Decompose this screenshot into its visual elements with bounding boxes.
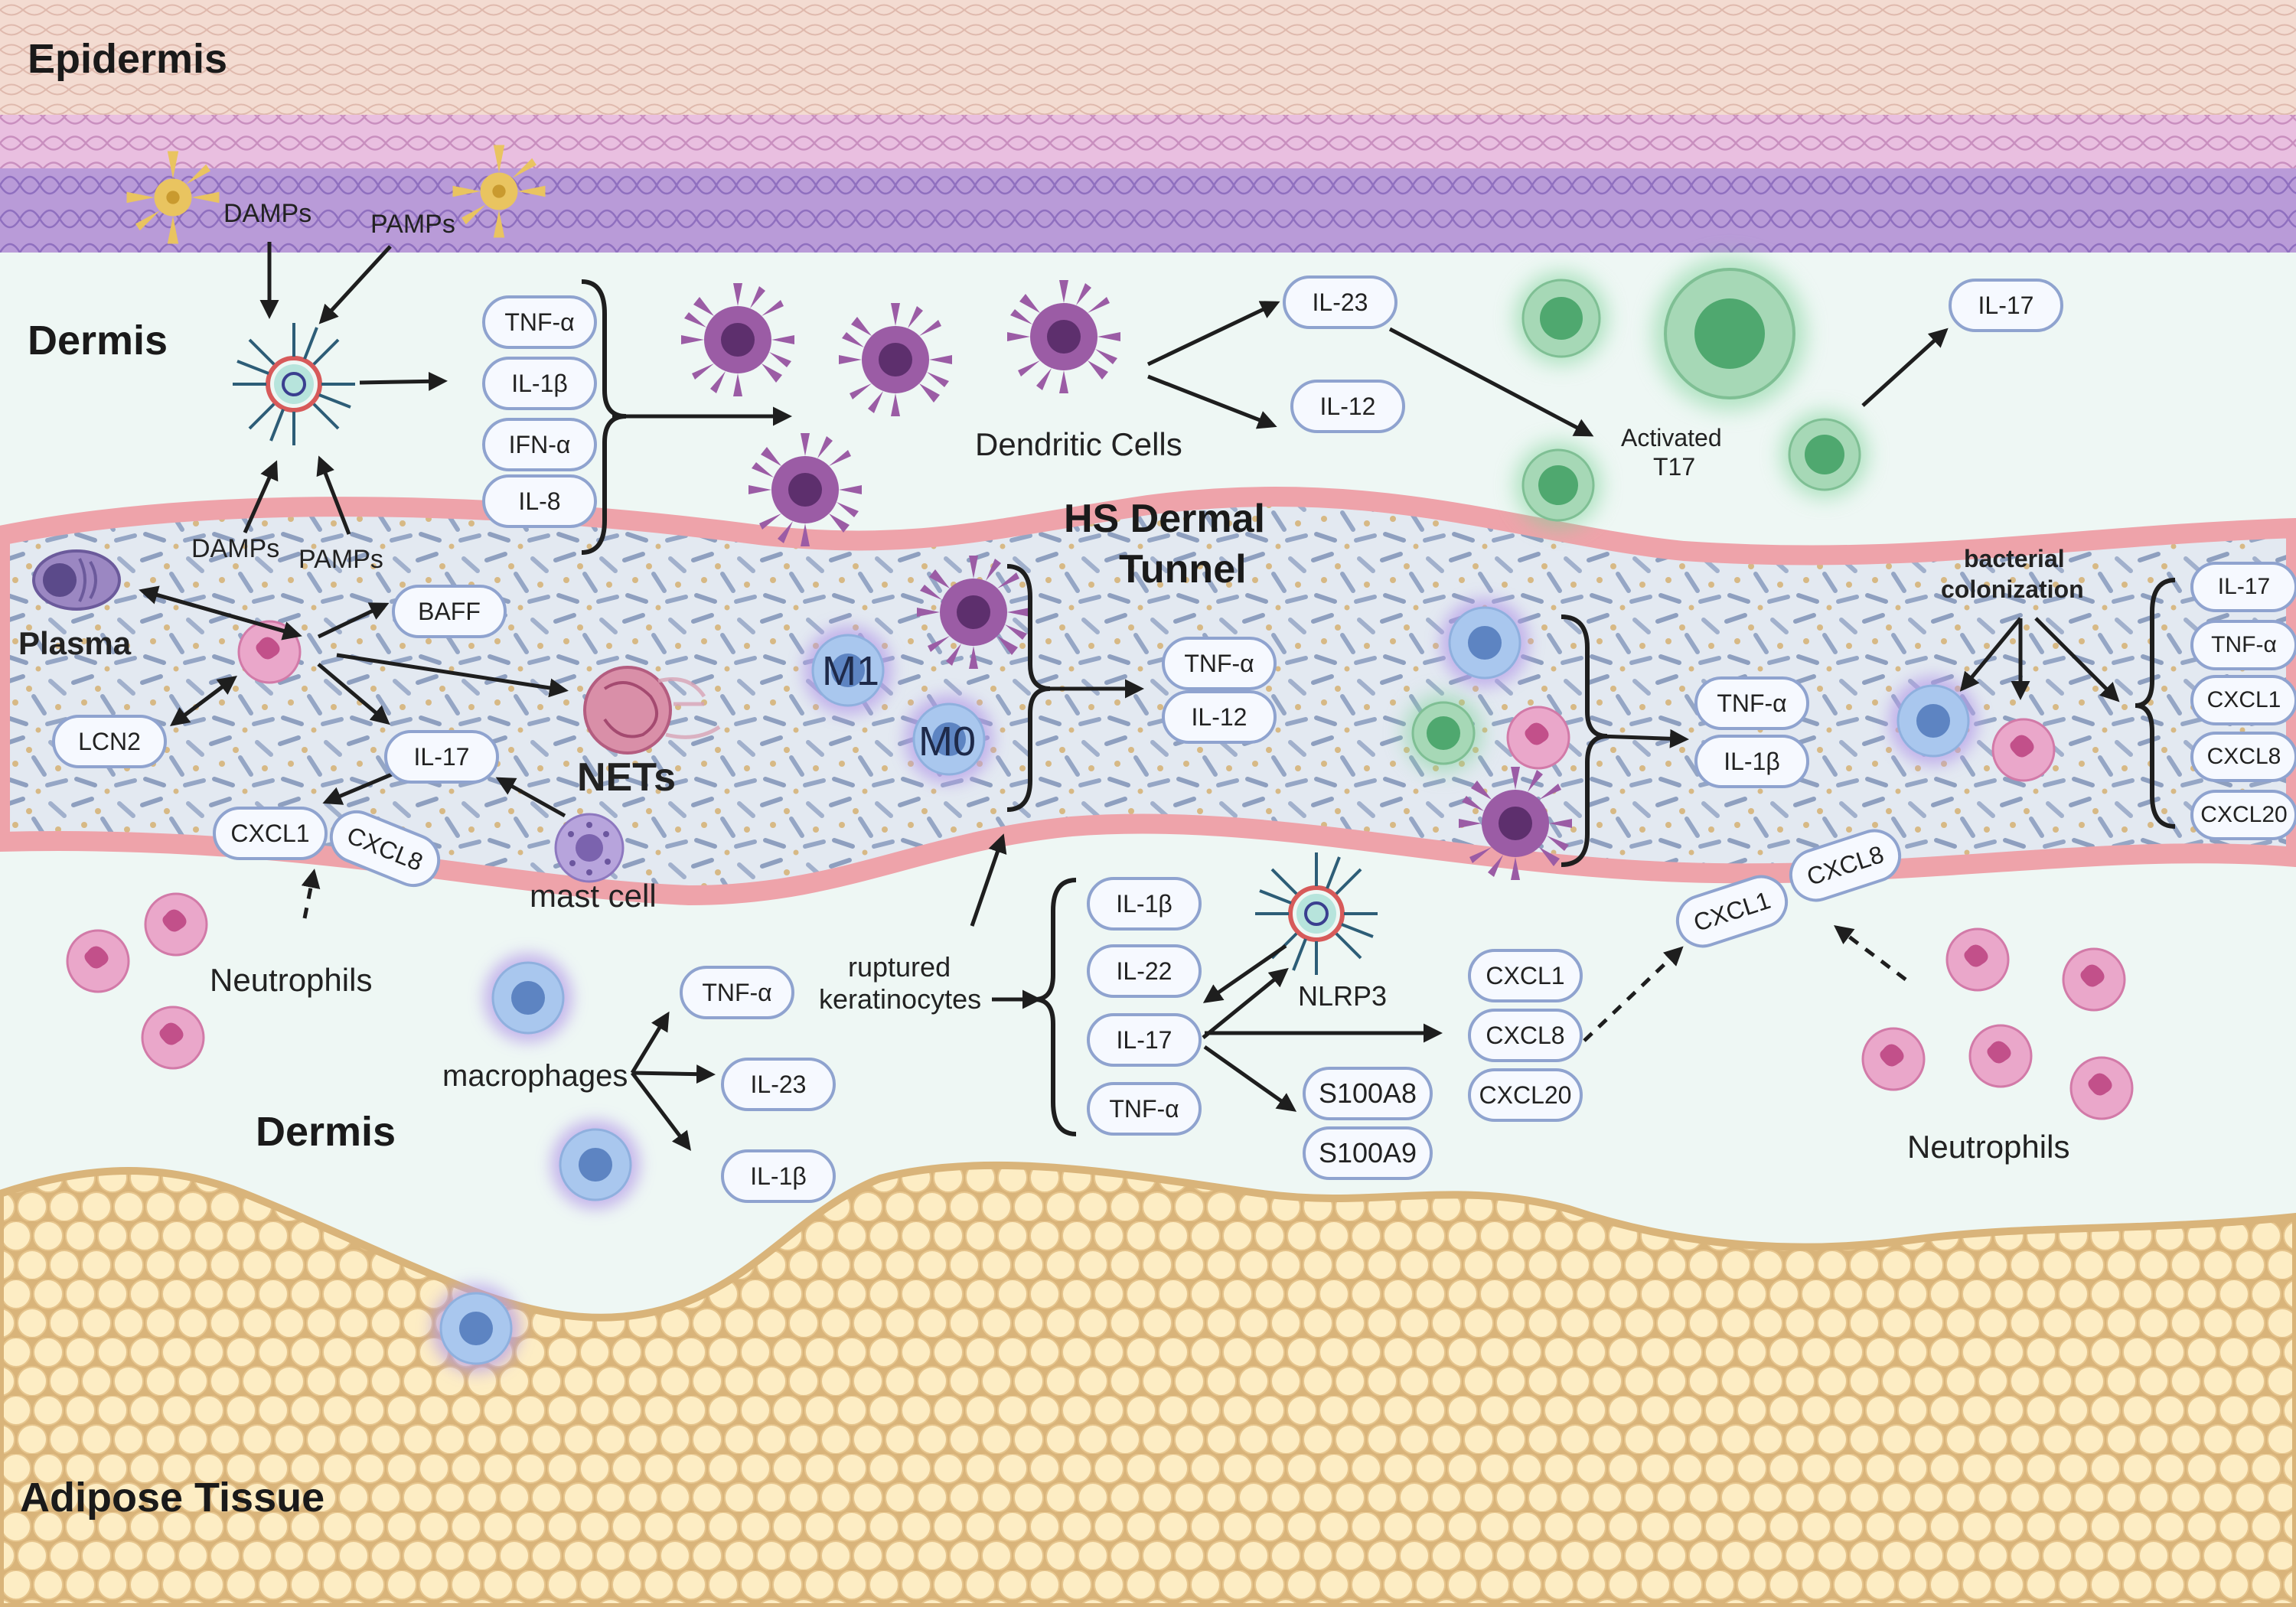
cytokine-cxcl8-group: CXCL8 — [1468, 1009, 1583, 1062]
neutrophil-right-2 — [2062, 947, 2126, 1012]
epidermis-label: Epidermis — [28, 36, 228, 82]
cytokine-cxcl1-left: CXCL1 — [213, 807, 328, 860]
protein-s100a8: S100A8 — [1303, 1067, 1433, 1120]
plasma-cell — [32, 549, 121, 611]
neutrophils-right-label: Neutrophils — [1907, 1129, 2070, 1165]
cytokine-cxcl1-group: CXCL1 — [1468, 949, 1583, 1002]
neutrophil-right-4 — [1968, 1024, 2033, 1088]
braces — [581, 279, 2176, 1136]
bacterial-label-line1: bacterial — [1964, 545, 2065, 572]
ruptured-label-line1: ruptured — [848, 951, 951, 983]
cytokine-tnf-alpha-tunnel-right: TNF-α — [1694, 676, 1809, 730]
cytokine-baff: BAFF — [392, 585, 507, 638]
hs-tunnel-title-line1: HS Dermal — [1064, 497, 1265, 541]
neutrophils-left-label: Neutrophils — [210, 962, 373, 998]
neutrophil-right-5 — [2069, 1056, 2134, 1120]
cytokine-il12-tunnel: IL-12 — [1162, 690, 1277, 744]
langerhans-cell-left — [126, 151, 220, 244]
cytokine-tnf-alpha-bacterial: TNF-α — [2190, 620, 2296, 670]
cytokine-lcn2: LCN2 — [52, 715, 167, 768]
adipose-tissue — [0, 1161, 2296, 1607]
damps-label-top: DAMPs — [223, 199, 312, 228]
cytokine-cxcl1-bacterial: CXCL1 — [2190, 675, 2296, 725]
cytokine-il1b-top: IL-1β — [482, 357, 597, 410]
neutrophil-left-2 — [144, 892, 208, 957]
activated-t17-line1: Activated — [1621, 424, 1722, 451]
cytokine-cxcl8-bacterial: CXCL8 — [2190, 732, 2296, 782]
neutrophil-right-1 — [1945, 927, 2010, 992]
protein-s100a9: S100A9 — [1303, 1126, 1433, 1180]
cytokine-il17-keratinocyte: IL-17 — [1087, 1013, 1202, 1067]
cytokine-tnf-alpha-tunnel: TNF-α — [1162, 637, 1277, 690]
dermis-bottom-label: Dermis — [256, 1109, 396, 1155]
nlrp3-label: NLRP3 — [1298, 980, 1388, 1012]
cytokine-cxcl20-bacterial: CXCL20 — [2190, 790, 2296, 840]
pamps-label-mid: PAMPs — [298, 545, 383, 574]
mast-cell-label: mast cell — [530, 878, 657, 914]
dermis-top-label: Dermis — [28, 318, 168, 363]
macrophages-label: macrophages — [442, 1059, 628, 1093]
epidermis-pink-layer — [0, 115, 2296, 168]
cytokine-il22-keratinocyte: IL-22 — [1087, 944, 1202, 998]
cytokine-ifn-alpha: IFN-α — [482, 418, 597, 471]
macrophage-tunnel — [1440, 598, 1529, 687]
epidermis-top-layer — [0, 0, 2296, 115]
cytokine-il23-macrophage: IL-23 — [721, 1058, 836, 1111]
t17-cells — [1405, 257, 1867, 771]
m0-label: M0 — [918, 719, 977, 764]
ruptured-label-line2: keratinocytes — [819, 983, 982, 1015]
cytokine-il12-top: IL-12 — [1290, 380, 1405, 433]
bacterial-label-line2: colonization — [1941, 575, 2084, 603]
m1-label: M1 — [822, 648, 880, 694]
langerhans-cell-right — [452, 145, 546, 238]
pamps-label-top: PAMPs — [370, 210, 455, 239]
neutrophil-tunnel — [237, 620, 302, 684]
damps-label-mid: DAMPs — [191, 534, 280, 563]
adipose-tissue-label: Adipose Tissue — [20, 1475, 325, 1521]
cytokine-tnf-alpha-top: TNF-α — [482, 295, 597, 349]
neutrophil-tunnel-3 — [1991, 718, 2056, 782]
neutrophil-left-1 — [66, 929, 130, 993]
cytokine-il1b-keratinocyte: IL-1β — [1087, 877, 1202, 931]
plasma-label: Plasma — [18, 625, 132, 661]
hs-tunnel-title-line2: Tunnel — [1119, 547, 1247, 592]
cytokine-il1b-tunnel-right: IL-1β — [1694, 735, 1809, 788]
macrophage-adipose — [432, 1284, 520, 1373]
pathway-arrows — [139, 242, 2120, 1151]
macrophage-dermis-1 — [484, 953, 572, 1042]
epidermis-purple-layer — [0, 168, 2296, 253]
cytokine-tnf-alpha-macrophage: TNF-α — [680, 966, 794, 1019]
nets-cluster — [583, 666, 721, 755]
cytokine-il1b-macrophage: IL-1β — [721, 1149, 836, 1203]
macrophage-bacterial — [1889, 676, 1978, 765]
mast-cell — [554, 813, 625, 883]
neutrophil-left-3 — [141, 1006, 205, 1070]
cytokine-il17-bacterial: IL-17 — [2190, 562, 2296, 612]
cytokine-il8-top: IL-8 — [482, 474, 597, 528]
activated-t17-line2: T17 — [1653, 453, 1696, 481]
cytokine-il17-top: IL-17 — [1949, 279, 2063, 332]
macrophage-dermis-2 — [551, 1120, 640, 1209]
nets-label: NETs — [577, 755, 677, 800]
pathogen-virus-icon — [233, 323, 355, 445]
cytokine-cxcl20-group: CXCL20 — [1468, 1068, 1583, 1122]
cytokine-il23-top: IL-23 — [1283, 275, 1397, 329]
neutrophil-tunnel-2 — [1506, 706, 1570, 770]
cytokine-il17-left: IL-17 — [384, 730, 499, 784]
dendritic-cells-label: Dendritic Cells — [975, 426, 1182, 462]
cytokine-tnf-alpha-keratinocyte: TNF-α — [1087, 1082, 1202, 1136]
neutrophil-right-3 — [1861, 1027, 1926, 1091]
dashed-recruitment-arrows — [301, 869, 1907, 1042]
